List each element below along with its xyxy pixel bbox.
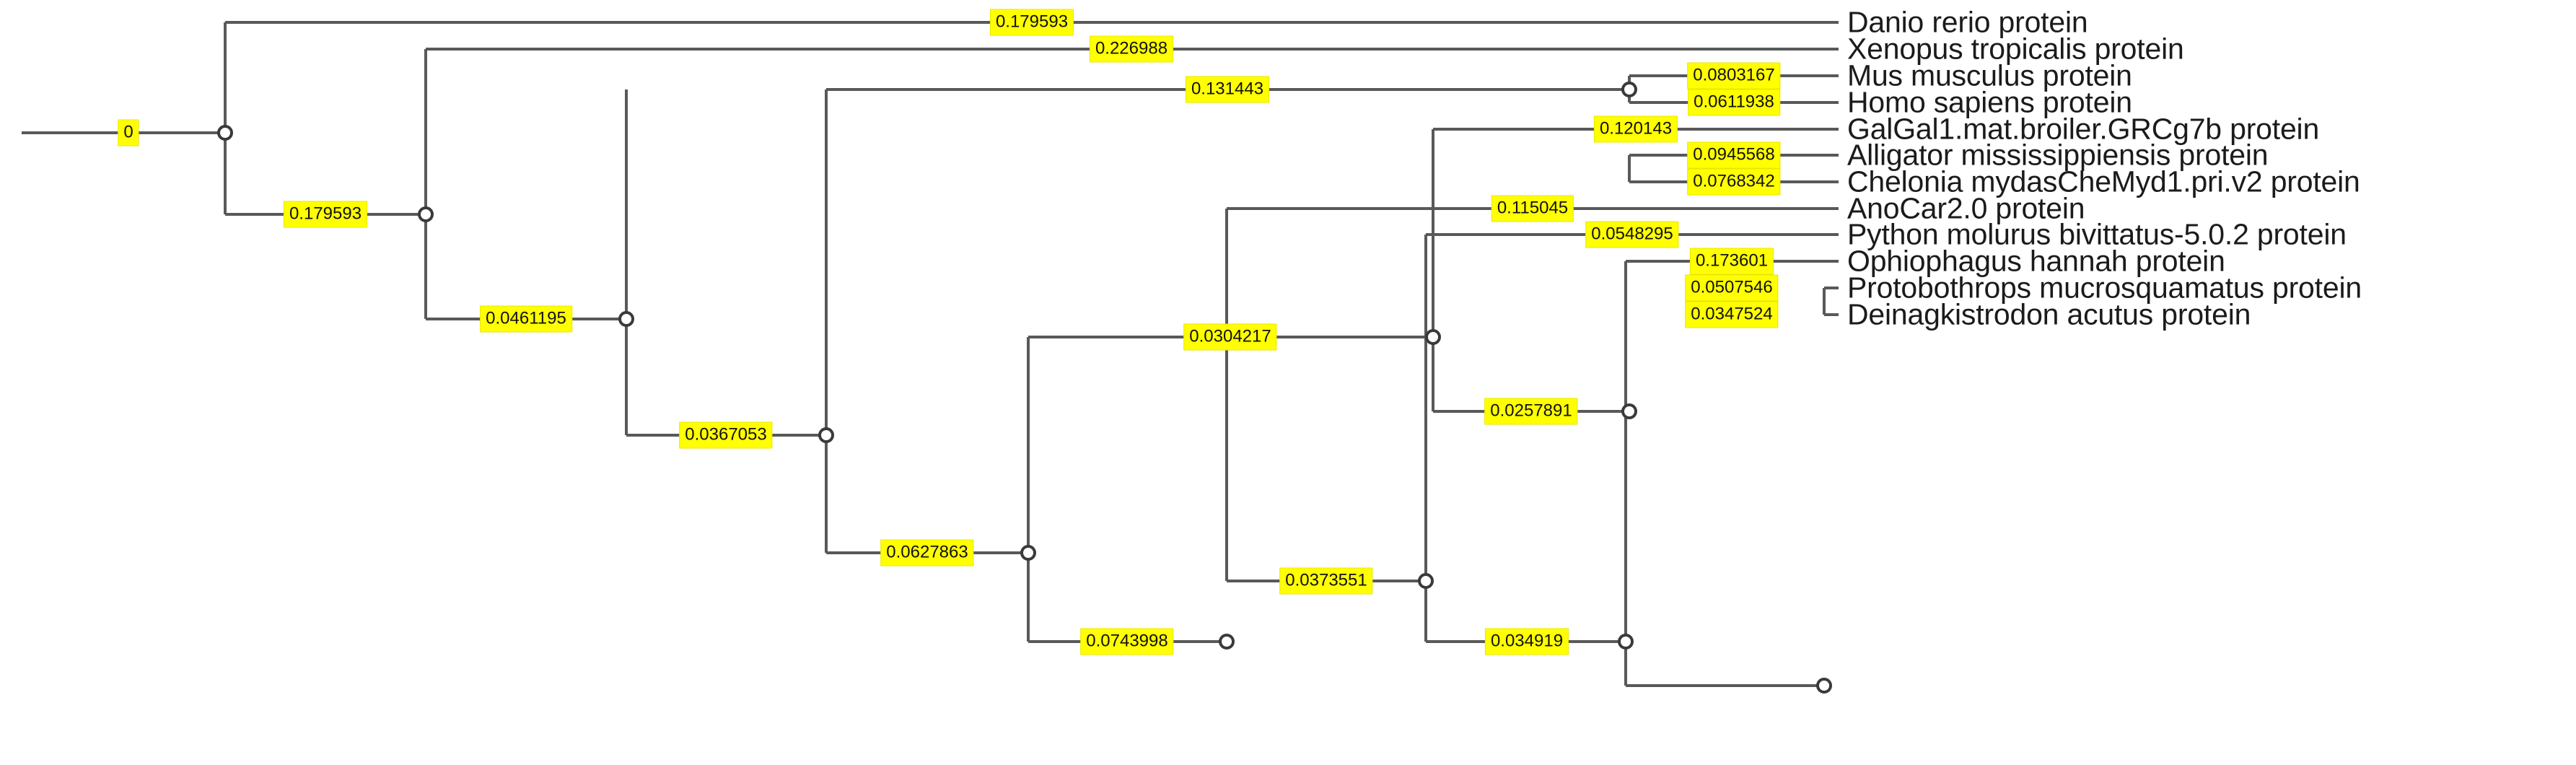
branch-label-croc-turtle[interactable]: 0.0257891 bbox=[1484, 398, 1578, 425]
node-tetrapoda bbox=[418, 206, 434, 222]
node-viperidae bbox=[1816, 678, 1832, 694]
leaf-label-deinagkistrodon: Deinagkistrodon acutus protein bbox=[1847, 297, 2251, 331]
leaf-label-alligator: Alligator mississippiensis protein bbox=[1847, 138, 2269, 172]
node-croc-turtle bbox=[1621, 403, 1637, 419]
node-serpentes bbox=[1618, 634, 1634, 650]
branch-label-anocar[interactable]: 0.115045 bbox=[1491, 195, 1574, 222]
leaf-label-danio: Danio rerio protein bbox=[1847, 5, 2088, 39]
branch-label-homo[interactable]: 0.0611938 bbox=[1688, 89, 1780, 116]
branch-label-chelonia[interactable]: 0.0768342 bbox=[1687, 168, 1781, 196]
leaf-label-galgal: GalGal1.mat.broiler.GRCg7b protein bbox=[1847, 112, 2320, 146]
branch-label-mus[interactable]: 0.0803167 bbox=[1687, 62, 1781, 89]
branch-label-amniota[interactable]: 0.0461195 bbox=[480, 305, 572, 333]
branch-label-danio[interactable]: 0.179593 bbox=[989, 9, 1074, 36]
leaf-label-python: Python molurus bivittatus-5.0.2 protein bbox=[1847, 217, 2347, 251]
node-mammalia bbox=[1621, 82, 1637, 97]
leaf-label-anocar: AnoCar2.0 protein bbox=[1847, 191, 2085, 225]
leaf-label-homo: Homo sapiens protein bbox=[1847, 85, 2132, 119]
node-archosauria bbox=[1425, 329, 1441, 345]
node-mammal-reptile bbox=[818, 427, 834, 443]
branch-label-root[interactable]: 0 bbox=[118, 119, 139, 147]
branch-label-ophiophagus[interactable]: 0.173601 bbox=[1689, 248, 1774, 275]
node-snakes bbox=[1418, 573, 1434, 589]
branch-label-tetrapoda[interactable]: 0.179593 bbox=[283, 201, 368, 228]
leaf-label-mus: Mus musculus protein bbox=[1847, 58, 2132, 92]
branch-label-mammal-reptile[interactable]: 0.0367053 bbox=[679, 421, 773, 449]
branch-label-galgal[interactable]: 0.120143 bbox=[1593, 115, 1678, 143]
branch-label-mammalia[interactable]: 0.131443 bbox=[1185, 76, 1270, 103]
branch-label-viperidae[interactable]: 0.034919 bbox=[1484, 628, 1569, 655]
branch-label-lepidosauria[interactable]: 0.0743998 bbox=[1080, 628, 1174, 655]
leaf-label-xenopus: Xenopus tropicalis protein bbox=[1847, 32, 2184, 66]
branch-label-archosauria[interactable]: 0.0304217 bbox=[1183, 323, 1277, 351]
leaf-label-protobothrops: Protobothrops mucrosquamatus protein bbox=[1847, 271, 2362, 305]
node-reptilia bbox=[1020, 545, 1036, 561]
leaf-label-ophiophagus: Ophiophagus hannah protein bbox=[1847, 244, 2225, 278]
branch-label-reptilia[interactable]: 0.0627863 bbox=[880, 539, 974, 567]
branch-label-serpentes[interactable]: 0.0373551 bbox=[1279, 567, 1373, 595]
leaf-label-chelonia: Chelonia mydasCheMyd1.pri.v2 protein bbox=[1847, 165, 2360, 198]
branch-label-xenopus[interactable]: 0.226988 bbox=[1089, 35, 1174, 63]
node-amniota bbox=[618, 311, 634, 327]
branch-label-deinagkistrodon[interactable]: 0.0347524 bbox=[1685, 301, 1779, 328]
branch-label-python[interactable]: 0.0548295 bbox=[1585, 221, 1679, 248]
node-root bbox=[217, 125, 233, 141]
branch-label-protobothrops[interactable]: 0.0507546 bbox=[1685, 274, 1779, 302]
node-lepidosauria bbox=[1219, 634, 1235, 650]
branch-label-alligator[interactable]: 0.0945568 bbox=[1687, 141, 1781, 169]
